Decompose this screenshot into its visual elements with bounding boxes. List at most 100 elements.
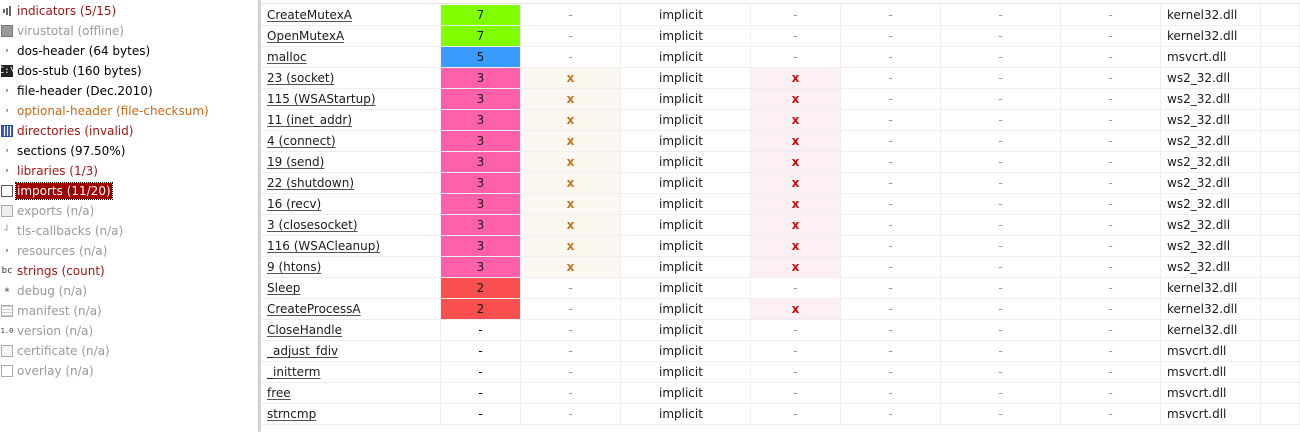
library-name: kernel32.dll bbox=[1161, 320, 1261, 340]
table-row[interactable]: _initterm--implicit----msvcrt.dll bbox=[261, 362, 1300, 383]
trailing-cell bbox=[1261, 47, 1300, 67]
import-name[interactable]: 9 (htons) bbox=[261, 257, 441, 277]
tree-item-libraries[interactable]: ›libraries (1/3) bbox=[0, 161, 258, 181]
table-row[interactable]: CloseHandle--implicit----kernel32.dll bbox=[261, 320, 1300, 341]
tree-item-dos-header[interactable]: ›dos-header (64 bytes) bbox=[0, 41, 258, 61]
import-name[interactable]: strncmp bbox=[261, 404, 441, 424]
empty-cell: - bbox=[941, 236, 1061, 256]
panel-splitter[interactable] bbox=[258, 0, 261, 432]
import-name[interactable]: 16 (recv) bbox=[261, 194, 441, 214]
score-cell: 3 bbox=[441, 236, 521, 256]
library-name: kernel32.dll bbox=[1161, 5, 1261, 25]
empty-cell: - bbox=[1061, 131, 1161, 151]
import-type: implicit bbox=[621, 236, 751, 256]
tree-item-label: resources (n/a) bbox=[17, 244, 108, 258]
tree-item-label: optional-header (file-checksum) bbox=[17, 104, 209, 118]
empty-cell: - bbox=[1061, 89, 1161, 109]
tree-item-label: overlay (n/a) bbox=[17, 364, 94, 378]
tree-item-exports[interactable]: exports (n/a) bbox=[0, 201, 258, 221]
import-name[interactable]: 11 (inet_addr) bbox=[261, 110, 441, 130]
tree-item-tls-callbacks[interactable]: ┘tls-callbacks (n/a) bbox=[0, 221, 258, 241]
empty-cell: - bbox=[841, 236, 941, 256]
blacklist-flag: - bbox=[521, 383, 621, 403]
blacklist-flag: - bbox=[521, 404, 621, 424]
import-name[interactable]: malloc bbox=[261, 47, 441, 67]
tree-item-overlay[interactable]: overlay (n/a) bbox=[0, 361, 258, 381]
directories-icon bbox=[1, 125, 13, 137]
tree-item-resources[interactable]: ›resources (n/a) bbox=[0, 241, 258, 261]
import-name[interactable]: 115 (WSAStartup) bbox=[261, 89, 441, 109]
import-name[interactable]: _adjust_fdiv bbox=[261, 341, 441, 361]
empty-cell: - bbox=[841, 110, 941, 130]
empty-cell: - bbox=[941, 215, 1061, 235]
tree-item-certificate[interactable]: certificate (n/a) bbox=[0, 341, 258, 361]
empty-cell: - bbox=[841, 404, 941, 424]
score-cell: - bbox=[441, 404, 521, 424]
import-type: implicit bbox=[621, 5, 751, 25]
import-name[interactable]: 116 (WSACleanup) bbox=[261, 236, 441, 256]
import-type: implicit bbox=[621, 89, 751, 109]
import-name[interactable]: 3 (closesocket) bbox=[261, 215, 441, 235]
score-cell: 2 bbox=[441, 299, 521, 319]
blacklist-flag: x bbox=[521, 257, 621, 277]
tree-item-directories[interactable]: directories (invalid) bbox=[0, 121, 258, 141]
import-name[interactable]: 4 (connect) bbox=[261, 131, 441, 151]
library-name: ws2_32.dll bbox=[1161, 173, 1261, 193]
import-name[interactable]: 22 (shutdown) bbox=[261, 173, 441, 193]
table-row[interactable]: _adjust_fdiv--implicit----msvcrt.dll bbox=[261, 341, 1300, 362]
tree-item-manifest[interactable]: manifest (n/a) bbox=[0, 301, 258, 321]
empty-cell: - bbox=[1061, 383, 1161, 403]
tree-item-label: indicators (5/15) bbox=[17, 4, 117, 18]
tree-item-dos-stub[interactable]: C:\dos-stub (160 bytes) bbox=[0, 61, 258, 81]
table-row[interactable]: strncmp--implicit----msvcrt.dll bbox=[261, 404, 1300, 425]
empty-cell: - bbox=[1061, 362, 1161, 382]
tree-item-debug[interactable]: ✶debug (n/a) bbox=[0, 281, 258, 301]
tree-item-sections[interactable]: ›sections (97.50%) bbox=[0, 141, 258, 161]
tree-item-optional-header[interactable]: ›optional-header (file-checksum) bbox=[0, 101, 258, 121]
empty-cell: - bbox=[941, 362, 1061, 382]
import-name[interactable]: OpenMutexA bbox=[261, 26, 441, 46]
blacklist-flag: x bbox=[521, 68, 621, 88]
import-type: implicit bbox=[621, 257, 751, 277]
import-name[interactable]: CloseHandle bbox=[261, 320, 441, 340]
import-type: implicit bbox=[621, 278, 751, 298]
import-name[interactable]: _initterm bbox=[261, 362, 441, 382]
import-name[interactable]: CreateProcessA bbox=[261, 299, 441, 319]
import-name[interactable]: free bbox=[261, 383, 441, 403]
trailing-cell bbox=[1261, 89, 1300, 109]
import-name[interactable]: CreateMutexA bbox=[261, 5, 441, 25]
score-cell: 3 bbox=[441, 152, 521, 172]
trailing-cell bbox=[1261, 215, 1300, 235]
tree-item-imports[interactable]: imports (11/20) bbox=[0, 181, 258, 201]
import-name[interactable]: 23 (socket) bbox=[261, 68, 441, 88]
import-name[interactable]: 19 (send) bbox=[261, 152, 441, 172]
tree-item-virustotal[interactable]: virustotal (offline) bbox=[0, 21, 258, 41]
import-type: implicit bbox=[621, 215, 751, 235]
tree-item-indicators[interactable]: indicators (5/15) bbox=[0, 1, 258, 21]
tree-item-file-header[interactable]: ›file-header (Dec.2010) bbox=[0, 81, 258, 101]
empty-cell: - bbox=[941, 320, 1061, 340]
score-cell: 7 bbox=[441, 26, 521, 46]
empty-cell: - bbox=[841, 215, 941, 235]
import-type: implicit bbox=[621, 173, 751, 193]
empty-cell: - bbox=[941, 257, 1061, 277]
import-name[interactable]: Sleep bbox=[261, 278, 441, 298]
library-name: ws2_32.dll bbox=[1161, 68, 1261, 88]
